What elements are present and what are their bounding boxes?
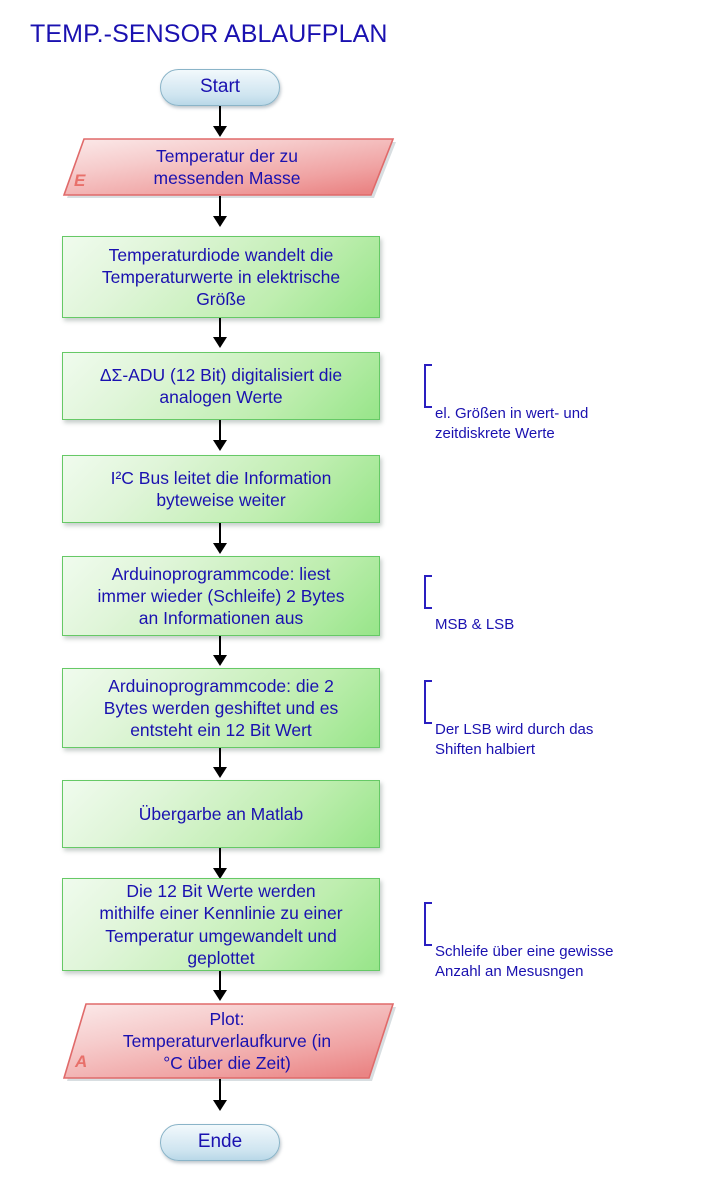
node-end-label: Ende (197, 1131, 243, 1153)
connector-input-to-diode (219, 196, 221, 221)
arrowhead-shift-to-matlab (213, 767, 227, 778)
annotation-convert-text: Schleife über eine gewisse Anzahl an Mes… (435, 942, 614, 980)
annotation-bracket (424, 364, 432, 408)
node-matlab-label: Übergarbe an Matlab (138, 803, 304, 824)
annotation-shift: Der LSB wird durch das Shiften halbiert (424, 680, 664, 758)
node-shift-label: Arduinoprogrammcode: die 2 Bytes werden … (103, 675, 339, 741)
node-matlab[interactable]: Übergarbe an Matlab (62, 780, 380, 848)
connector-diode-to-adu (219, 318, 221, 342)
connector-convert-to-output (219, 971, 221, 996)
node-i2c[interactable]: I²C Bus leitet die Information byteweise… (62, 455, 380, 523)
arrowhead-convert-to-output (213, 990, 227, 1001)
arrowhead-start-to-input (213, 126, 227, 137)
annotation-read-text: MSB & LSB (435, 615, 515, 633)
annotation-adu: el. Größen in wert- und zeitdiskrete Wer… (424, 364, 664, 442)
annotation-bracket (424, 680, 432, 724)
arrowhead-output-to-end (213, 1100, 227, 1111)
arrowhead-read-to-shift (213, 655, 227, 666)
page-title: TEMP.-SENSOR ABLAUFPLAN (30, 20, 388, 48)
annotation-bracket (424, 902, 432, 946)
connector-output-to-end (219, 1079, 221, 1106)
annotation-convert: Schleife über eine gewisse Anzahl an Mes… (424, 902, 674, 980)
node-output-marker: A (75, 1052, 88, 1071)
arrowhead-matlab-to-convert (213, 868, 227, 879)
arrowhead-diode-to-adu (213, 337, 227, 348)
arrowhead-input-to-diode (213, 216, 227, 227)
node-diode[interactable]: Temperaturdiode wandelt die Temperaturwe… (62, 236, 380, 318)
node-diode-label: Temperaturdiode wandelt die Temperaturwe… (101, 244, 341, 310)
connector-i2c-to-read (219, 523, 221, 548)
node-start[interactable]: Start (160, 69, 280, 106)
arrowhead-adu-to-i2c (213, 440, 227, 451)
node-shift[interactable]: Arduinoprogrammcode: die 2 Bytes werden … (62, 668, 380, 748)
node-input-label: Temperatur der zu messenden Masse (153, 145, 301, 188)
node-convert-label: Die 12 Bit Werte werden mithilfe einer K… (99, 881, 343, 968)
node-output-label: Plot: Temperaturverlaufkurve (in °C über… (122, 1008, 332, 1074)
annotation-shift-text: Der LSB wird durch das Shiften halbiert (435, 720, 594, 758)
node-adu-label: ΔΣ-ADU (12 Bit) digitalisiert die analog… (99, 364, 343, 407)
parallelogram-shape (62, 138, 396, 198)
arrowhead-i2c-to-read (213, 543, 227, 554)
node-input-marker: E (74, 171, 86, 190)
annotation-adu-text: el. Größen in wert- und zeitdiskrete Wer… (435, 404, 589, 442)
connector-adu-to-i2c (219, 420, 221, 445)
node-start-label: Start (199, 76, 241, 98)
connector-read-to-shift (219, 636, 221, 661)
parallelogram-shape (62, 1003, 396, 1081)
connector-shift-to-matlab (219, 748, 221, 773)
connector-matlab-to-convert (219, 848, 221, 874)
node-read[interactable]: Arduinoprogrammcode: liest immer wieder … (62, 556, 380, 636)
annotation-read: MSB & LSB (424, 575, 664, 633)
node-convert[interactable]: Die 12 Bit Werte werden mithilfe einer K… (62, 878, 380, 971)
node-adu[interactable]: ΔΣ-ADU (12 Bit) digitalisiert die analog… (62, 352, 380, 420)
node-read-label: Arduinoprogrammcode: liest immer wieder … (97, 563, 345, 629)
node-end[interactable]: Ende (160, 1124, 280, 1161)
node-i2c-label: I²C Bus leitet die Information byteweise… (110, 467, 332, 510)
connector-start-to-input (219, 106, 221, 131)
annotation-bracket (424, 575, 432, 609)
node-input[interactable]: Temperatur der zu messenden Masse E (62, 137, 396, 198)
node-output[interactable]: Plot: Temperaturverlaufkurve (in °C über… (62, 1002, 396, 1081)
